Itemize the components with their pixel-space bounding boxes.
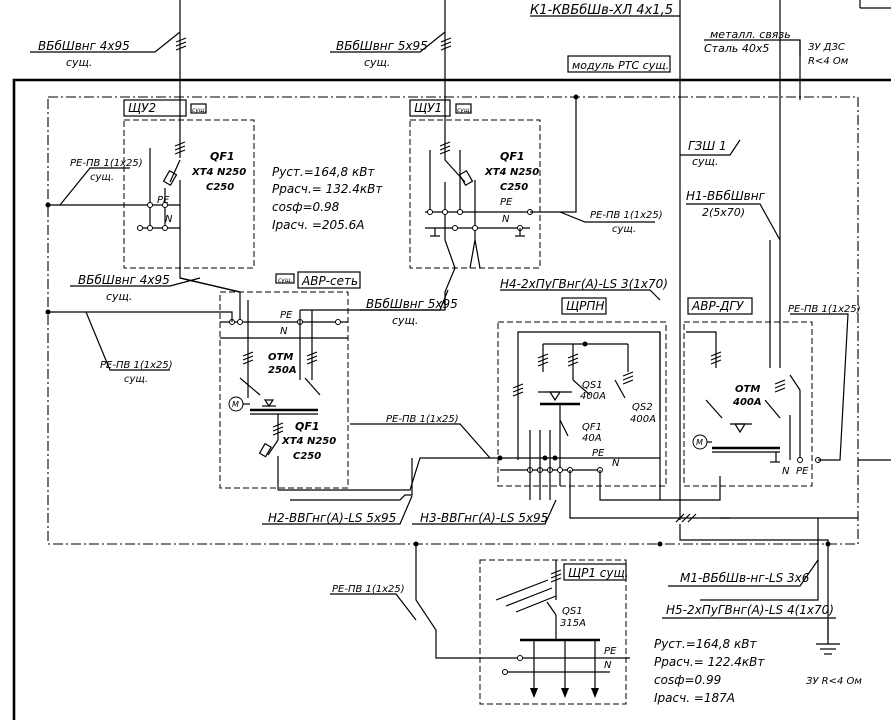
- shrpn-qs2: QS2: [632, 402, 653, 413]
- avr-set-n: N: [280, 326, 288, 337]
- shu1-breaker: QF1: [500, 150, 525, 163]
- panel-shrpn: [497, 297, 667, 500]
- avr-set-model: XT4 N250: [281, 436, 336, 447]
- params-top-pust: Руст.=164,8 кВт: [272, 165, 375, 179]
- shrpn-title: ЩРПН: [566, 299, 604, 313]
- shrpn-qf1: QF1: [582, 422, 602, 433]
- params-bottom-irasch: Iрасч. =187А: [654, 691, 735, 705]
- pe-pv-2: РЕ-ПВ 1(1х25): [590, 210, 663, 221]
- pe-pv-3-sub: сущ.: [124, 374, 148, 385]
- shrpn-qf1-rating: 40А: [582, 433, 602, 444]
- rts-enclosure: [47, 96, 859, 545]
- shu2-title: ЩУ2: [128, 101, 156, 115]
- shrpn-qs1-rating: 400А: [580, 391, 606, 402]
- avr-dgu-motor: M: [696, 438, 703, 447]
- avr-dgu-switch: ОТМ: [735, 384, 760, 395]
- avr-set-breaker: QF1: [295, 420, 320, 433]
- pe-pv-1-sub: сущ.: [90, 172, 114, 183]
- params-top-irasch: Iрасч. =205.6А: [272, 218, 364, 232]
- shu2-model: XT4 N250: [191, 167, 246, 178]
- panel-shr1: [415, 544, 630, 705]
- vbb-4x95-sub: сущ.: [106, 290, 132, 303]
- shr1-n: N: [604, 660, 612, 671]
- pe-pv-6: РЕ-ПВ 1(1х25): [332, 584, 405, 595]
- params-top-prasch: Ррасч.= 132.4кВт: [272, 182, 383, 196]
- avr-set-switch: ОТМ: [268, 352, 293, 363]
- avr-set-rating: C250: [293, 451, 321, 462]
- shrpn-qs2-rating: 400А: [630, 414, 656, 425]
- avr-dgu-pe: PE: [796, 466, 809, 477]
- shu2-rating: C250: [206, 182, 234, 193]
- avr-dgu-switch-rating: 400А: [732, 397, 762, 408]
- params-bottom-prasch: Ррасч.= 122.4кВт: [654, 655, 765, 669]
- params-bottom-pust: Руст.=164,8 кВт: [654, 637, 757, 651]
- shu1-n: N: [502, 214, 510, 225]
- shr1-qs1: QS1: [562, 606, 583, 617]
- panel-shu2: [123, 99, 255, 293]
- avr-set-tag: сущ.: [278, 277, 293, 284]
- shrpn-qs1: QS1: [582, 380, 603, 391]
- h2-label: Н2-ВВГнг(А)-LS 5х95: [268, 511, 396, 525]
- h4-label: Н4-2хПуГВнг(А)-LS 3(1х70): [500, 277, 668, 291]
- shr1-title: ЩР1 сущ.: [568, 566, 629, 580]
- h5-label: Н5-2хПуГВнг(А)-LS 4(1х70): [666, 603, 834, 617]
- zu-dzs-r: R<4 Ом: [808, 56, 849, 67]
- pe-pv-1: РЕ-ПВ 1(1х25): [70, 158, 143, 169]
- module-frame: [12, 78, 891, 720]
- gzsh-sub: сущ.: [692, 155, 718, 168]
- h1-label: Н1-ВБбШвнг: [686, 189, 766, 203]
- h3-label: Н3-ВВГнг(А)-LS 5х95: [420, 511, 548, 525]
- pe-pv-4: РЕ-ПВ 1(1х25): [788, 304, 861, 315]
- module-label: модуль РТС сущ.: [572, 59, 669, 72]
- panel-avr-dgu: [659, 240, 821, 487]
- shu2-n: N: [165, 214, 173, 225]
- cable-k1-label: К1-КВБбШв-ХЛ 4х1,5: [530, 3, 673, 18]
- pe-pv-2-sub: сущ.: [612, 224, 636, 235]
- shu1-title: ЩУ1: [414, 101, 442, 115]
- cable-left-label: ВБбШвнг 4х95: [38, 39, 130, 53]
- pe-pv-3: РЕ-ПВ 1(1х25): [100, 360, 173, 371]
- metal-link-sub: Сталь 40х5: [704, 42, 769, 55]
- params-bottom-cos: cosф=0.99: [654, 673, 721, 687]
- shu1-model: XT4 N250: [484, 167, 539, 178]
- zu-bottom-label: ЗУ R<4 Ом: [806, 676, 862, 687]
- avr-set-pe: PE: [280, 310, 293, 321]
- h1-sub: 2(5х70): [702, 206, 745, 219]
- panel-avr-set: [179, 271, 361, 490]
- avr-set-title: АВР-сеть: [301, 274, 358, 288]
- shu2-pe: PE: [157, 195, 170, 206]
- cable-mid-label: ВБбШвнг 5х95: [336, 39, 428, 53]
- metal-link-label: металл. связь: [710, 28, 791, 41]
- params-top-cos: cosф=0.98: [272, 200, 340, 214]
- shr1-pe: PE: [604, 646, 617, 657]
- vbb-5x95-sub: сущ.: [392, 314, 418, 327]
- shu1-pe: PE: [500, 197, 513, 208]
- shrpn-pe: PE: [592, 448, 605, 459]
- zu-dzs-label: ЗУ ДЗС: [808, 42, 845, 53]
- gzsh-label: ГЗШ 1: [688, 139, 727, 153]
- m1-label: М1-ВБбШв-нг-LS 3х6: [680, 571, 810, 585]
- avr-dgu-n: N: [782, 466, 790, 477]
- vbb-4x95-label: ВБбШвнг 4х95: [78, 273, 170, 287]
- shrpn-n: N: [612, 458, 620, 469]
- ground-symbol: [816, 620, 840, 655]
- shu2-tag: сущ.: [192, 107, 207, 114]
- vbb-5x95-label: ВБбШвнг 5х95: [366, 297, 458, 311]
- pe-pv-5: РЕ-ПВ 1(1х25): [386, 414, 459, 425]
- avr-dgu-title: АВР-ДГУ: [691, 299, 744, 313]
- cable-left-sub: сущ.: [66, 56, 92, 69]
- cable-mid-sub: сущ.: [364, 56, 390, 69]
- top-cables: [30, 0, 891, 520]
- shu1-rating: C250: [500, 182, 528, 193]
- avr-set-switch-rating: 250А: [268, 365, 297, 376]
- avr-set-motor: M: [232, 400, 239, 409]
- shu1-tag: сущ.: [457, 107, 472, 114]
- shr1-qs1-rating: 315А: [560, 618, 586, 629]
- shu2-breaker: QF1: [210, 150, 235, 163]
